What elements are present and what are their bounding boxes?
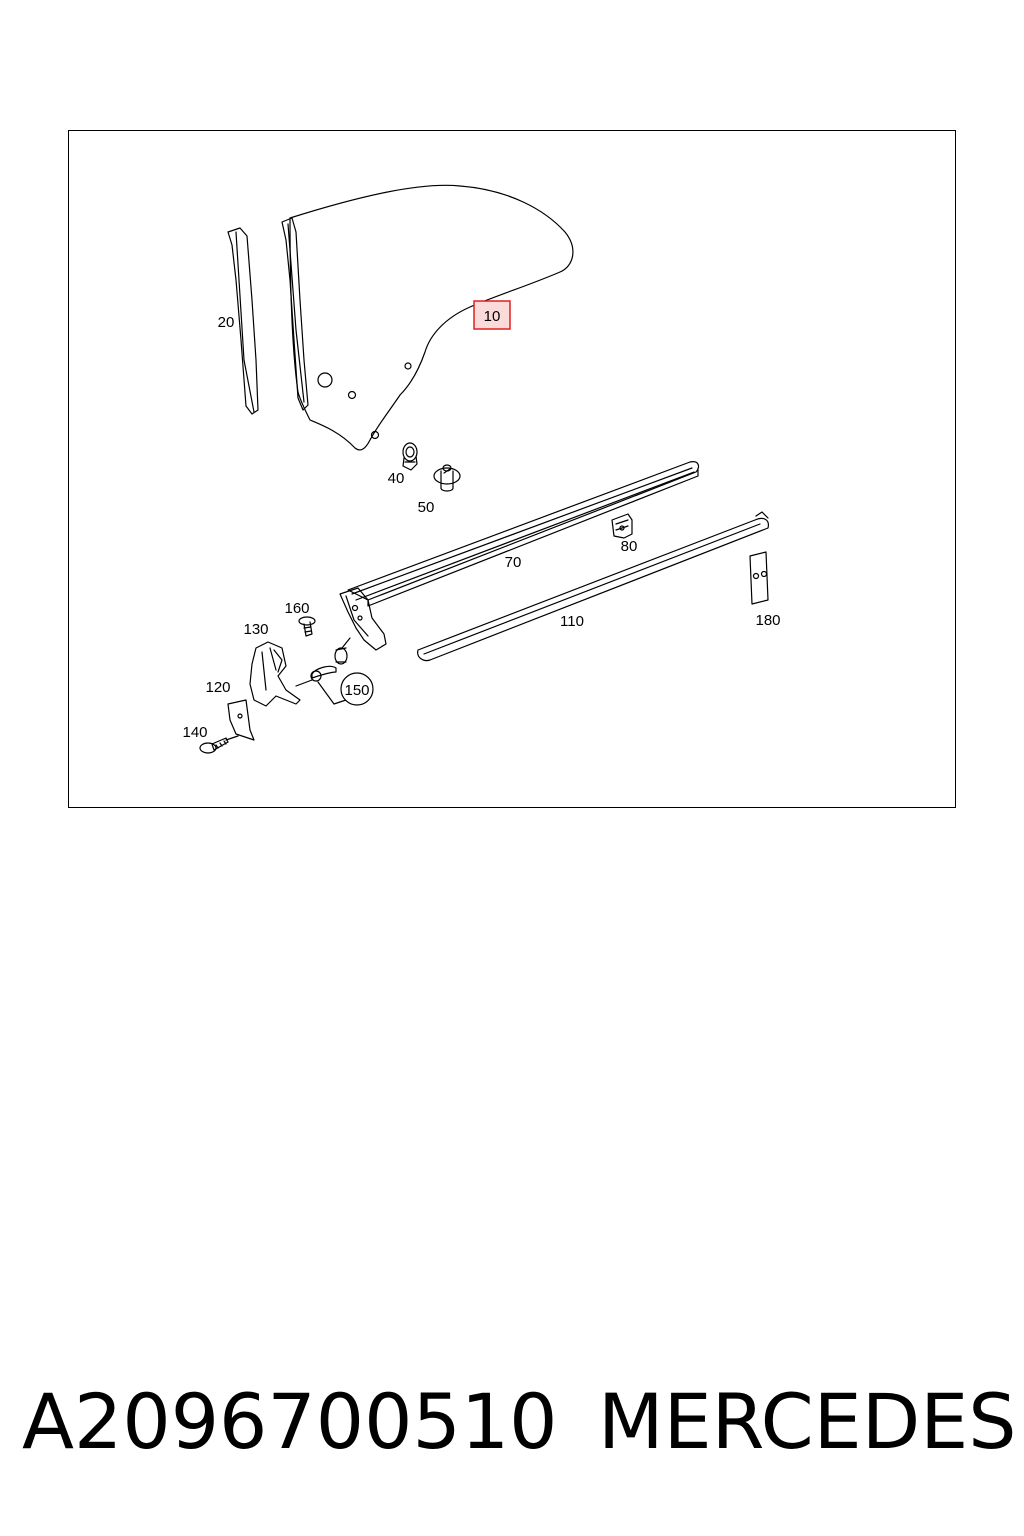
callout-150: 150	[344, 682, 369, 699]
rivet-part-150	[310, 647, 348, 682]
glass-hole-small-3	[404, 362, 412, 370]
callout-140: 140	[182, 724, 207, 741]
bracket-part-130	[249, 641, 301, 707]
bolt-part-50	[433, 464, 461, 492]
trim-strip-part-110	[417, 517, 769, 662]
plate-part-120	[227, 699, 255, 741]
callout-70: 70	[505, 554, 522, 571]
front-seal-part-20	[227, 227, 259, 415]
bottom-caption: A2096700510 MERCEDES	[0, 1372, 1024, 1472]
highlighted-callout-box-10	[473, 300, 511, 330]
callout-circle-150	[340, 672, 374, 706]
screw-part-160	[298, 616, 316, 637]
screw-part-140	[199, 737, 229, 754]
clip-part-80	[611, 513, 633, 539]
glass-guide-rail	[281, 217, 309, 411]
callout-120: 120	[205, 679, 230, 696]
callout-80: 80	[621, 538, 638, 555]
pad-part-180	[749, 551, 769, 605]
parts-diagram: 10 20 40 50 70 80 110 180 160 130 120 14…	[182, 184, 781, 754]
callout-10: 10	[484, 308, 501, 325]
callout-110: 110	[560, 613, 584, 630]
callout-50: 50	[418, 499, 435, 516]
leader-140	[225, 735, 239, 741]
callout-180: 180	[755, 612, 780, 629]
callout-20: 20	[218, 314, 235, 331]
bushing-part-40	[402, 442, 418, 471]
brand-name: MERCEDES	[598, 1377, 1017, 1466]
trim-strip-part-70	[347, 461, 700, 601]
glass-hole-small	[347, 390, 357, 400]
glass-hole-large	[317, 372, 333, 388]
window-glass-part	[289, 184, 574, 451]
callout-40: 40	[388, 470, 405, 487]
part-number: A2096700510	[22, 1377, 558, 1466]
glass-hole-small-2	[370, 430, 380, 440]
leader-150	[317, 681, 347, 705]
callout-160: 160	[284, 600, 309, 617]
diagram-frame	[68, 130, 956, 808]
callout-130: 130	[243, 621, 268, 638]
trim-end-cap	[339, 587, 387, 651]
